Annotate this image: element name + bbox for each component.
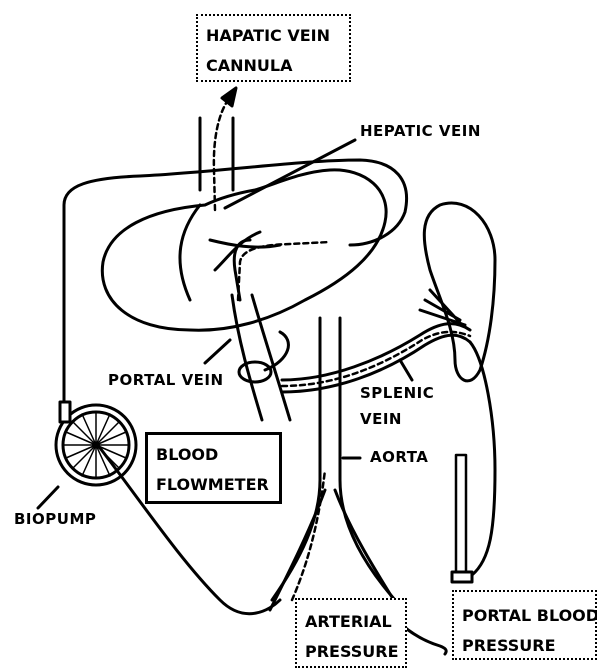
flowmeter-line2: FLOWMETER [156, 475, 269, 494]
splenic-vein [282, 324, 470, 392]
liver-lobe-line [180, 205, 280, 300]
biopump-inlet [60, 402, 70, 422]
flow-probe [239, 362, 271, 382]
liver-outline [102, 170, 386, 330]
hepatic-cannula-line2: CANNULA [206, 56, 292, 75]
spleen-outline [424, 203, 495, 381]
pointer-hepatic [225, 140, 355, 208]
hepatic-cannula-line1: HAPATIC VEIN [206, 26, 330, 45]
arterial-line1: ARTERIAL [305, 612, 392, 631]
portal-vein [232, 295, 290, 420]
portal-cannula [238, 242, 330, 300]
portal-pressure-box: PORTAL BLOOD PRESSURE [452, 590, 597, 660]
label-aorta: AORTA [370, 450, 428, 465]
label-portal-vein: PORTAL VEIN [108, 373, 224, 388]
arterial-pressure-box: ARTERIAL PRESSURE [295, 598, 407, 668]
arterial-line2: PRESSURE [305, 642, 399, 661]
iliac-inner [270, 490, 400, 610]
label-splenic-1: SPLENIC [360, 386, 434, 401]
pointer-portal [205, 340, 230, 363]
pressure-manometer [456, 455, 466, 575]
label-splenic-2: VEIN [360, 412, 402, 427]
label-biopump: BIOPUMP [14, 512, 96, 527]
pointer-splenic [400, 360, 412, 380]
portal-pressure-line1: PORTAL BLOOD [462, 606, 597, 625]
portal-pressure-line2: PRESSURE [462, 636, 556, 655]
label-hepatic-vein: HEPATIC VEIN [360, 124, 481, 139]
portal-branch [234, 240, 250, 300]
hepatic-cannula-arrow [214, 100, 228, 210]
blood-flowmeter-box: BLOOD FLOWMETER [145, 432, 282, 504]
hepatic-cannula-box: HAPATIC VEIN CANNULA [196, 14, 351, 82]
pointer-biopump [38, 487, 58, 508]
flowmeter-line1: BLOOD [156, 445, 218, 464]
